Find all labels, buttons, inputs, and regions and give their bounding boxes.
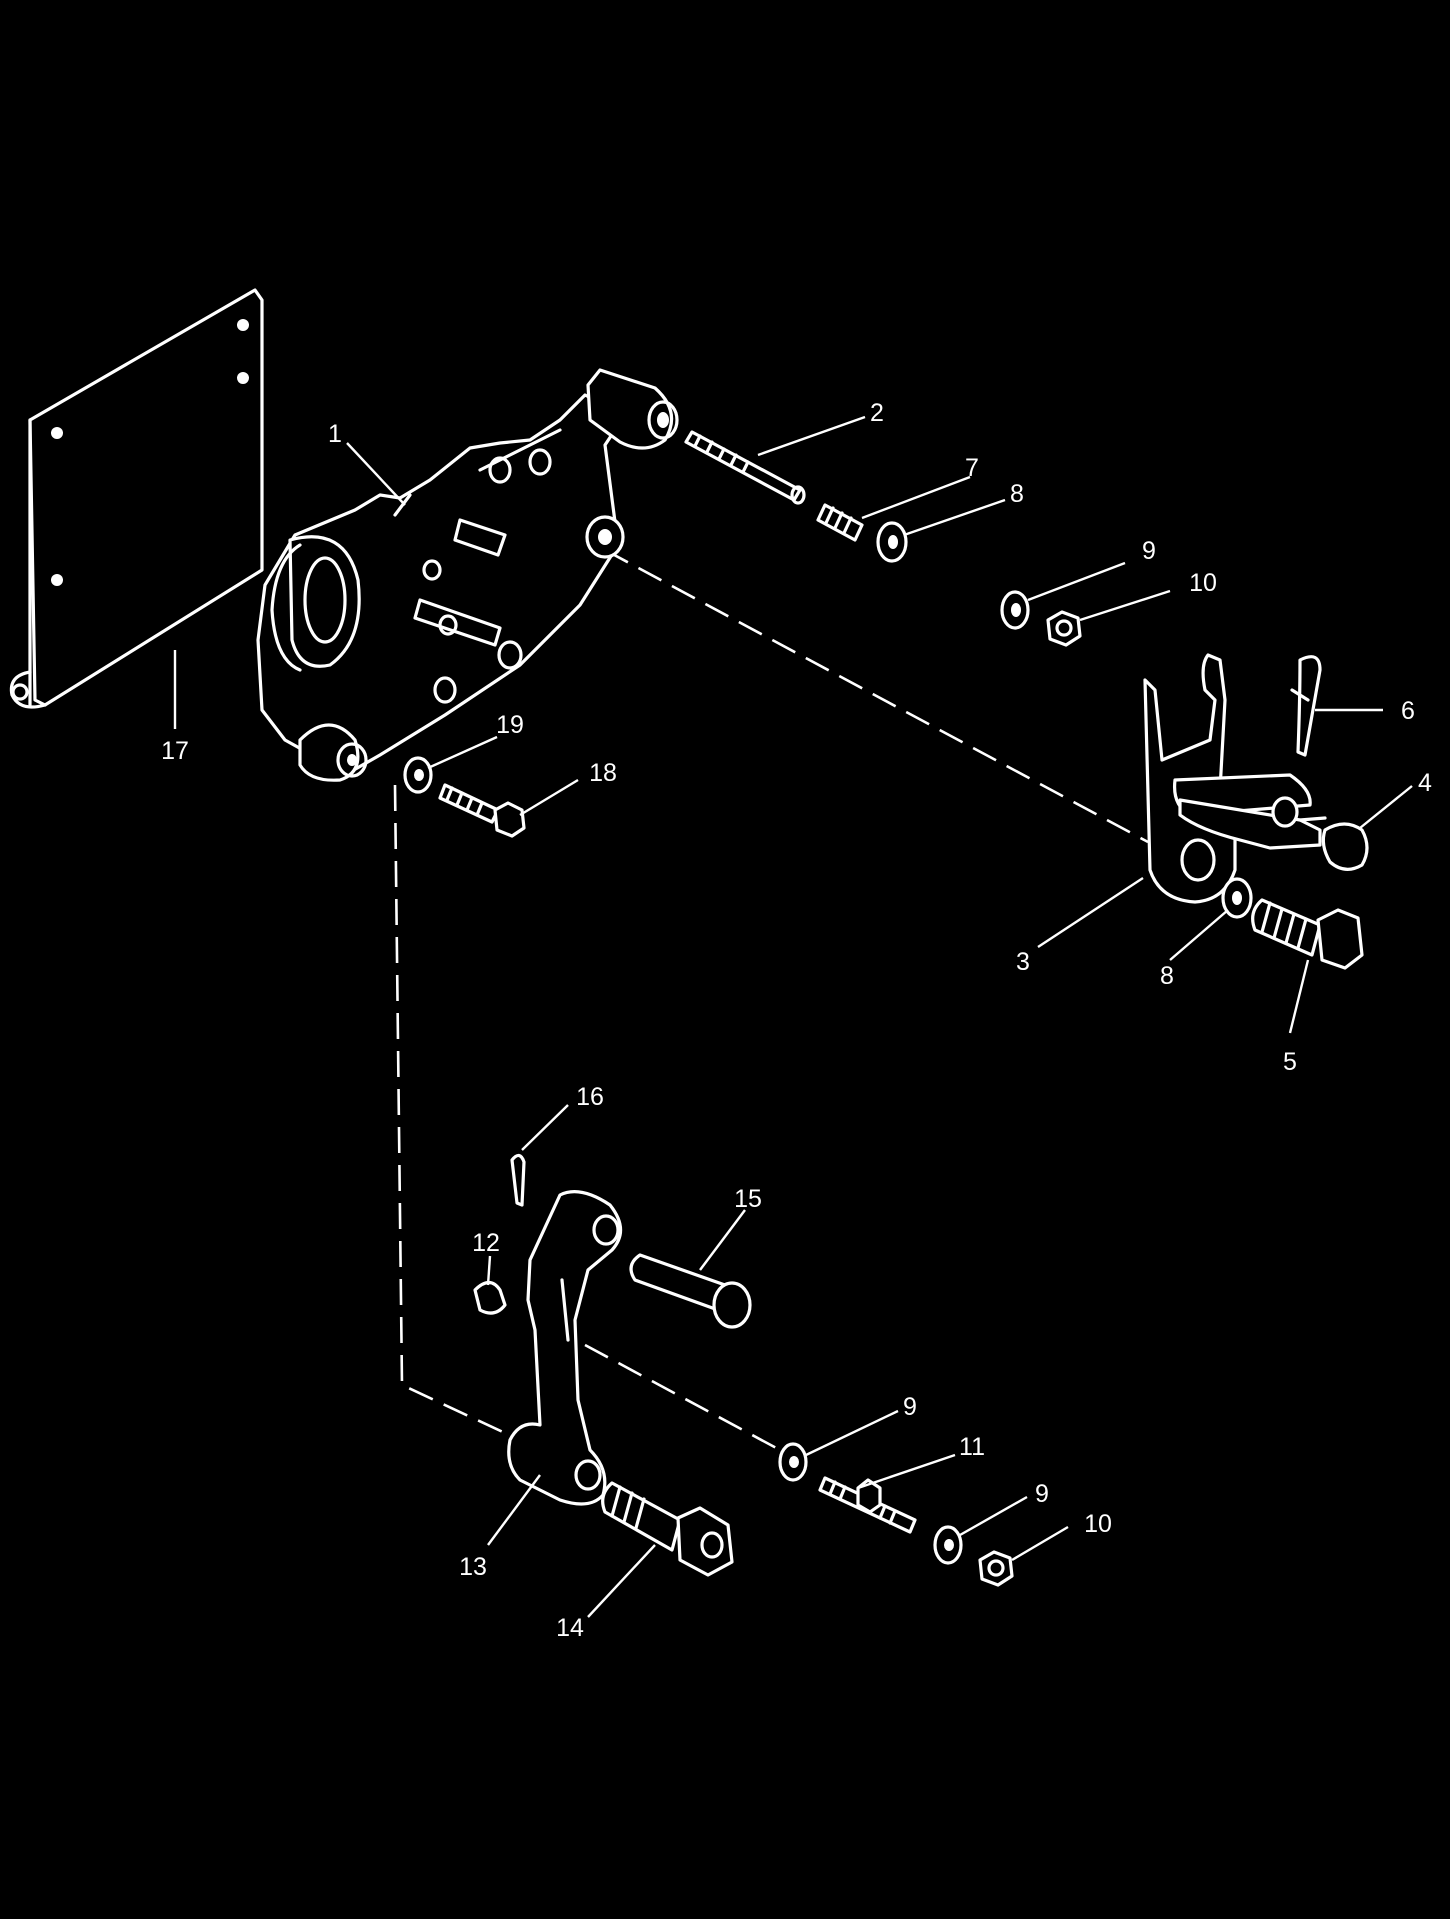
main-bracket-1 bbox=[256, 368, 679, 782]
leader-lines bbox=[173, 415, 1413, 1618]
nut-10-lower bbox=[978, 1550, 1014, 1587]
cotter-pin-6 bbox=[1290, 655, 1322, 757]
callout-9-upper: 9 bbox=[1142, 537, 1156, 565]
stud-11 bbox=[818, 1476, 917, 1534]
callout-4: 4 bbox=[1418, 769, 1432, 797]
mounting-plate-17 bbox=[9, 288, 264, 709]
callout-5: 5 bbox=[1283, 1048, 1297, 1076]
callout-6: 6 bbox=[1401, 697, 1415, 725]
washer-9-lower bbox=[933, 1525, 963, 1565]
pin-15 bbox=[629, 1253, 752, 1329]
callout-9-middle: 9 bbox=[903, 1393, 917, 1421]
callout-labels: 1 2 7 8 9 10 6 4 3 8 5 17 19 18 16 15 12… bbox=[161, 399, 1432, 1642]
callout-11: 11 bbox=[959, 1433, 985, 1461]
long-bolt-2 bbox=[684, 430, 806, 505]
callout-2: 2 bbox=[870, 399, 884, 427]
callout-9-lower: 9 bbox=[1035, 1480, 1049, 1508]
callout-19: 19 bbox=[496, 711, 524, 739]
lever-arm-3 bbox=[1143, 653, 1327, 904]
washer-8-lower bbox=[1221, 877, 1253, 919]
callout-17: 17 bbox=[161, 737, 189, 765]
washer-9-upper bbox=[1000, 590, 1030, 630]
washer-8-upper bbox=[876, 521, 908, 563]
link-arm-13 bbox=[507, 1190, 623, 1506]
callout-14: 14 bbox=[556, 1614, 584, 1642]
callout-3: 3 bbox=[1016, 948, 1030, 976]
shoulder-bolt-14 bbox=[601, 1481, 734, 1577]
assembly-lines bbox=[393, 548, 1149, 1452]
callout-8-lower: 8 bbox=[1160, 962, 1174, 990]
callout-18: 18 bbox=[589, 759, 617, 787]
screw-18 bbox=[438, 783, 526, 838]
callout-10-lower: 10 bbox=[1084, 1510, 1112, 1538]
cap-4 bbox=[1321, 822, 1369, 871]
callout-13: 13 bbox=[459, 1553, 487, 1581]
cotter-pin-16 bbox=[510, 1153, 526, 1207]
callout-15: 15 bbox=[734, 1185, 762, 1213]
washer-19 bbox=[403, 756, 433, 794]
callout-8-upper: 8 bbox=[1010, 480, 1024, 508]
callout-1: 1 bbox=[328, 420, 342, 448]
callout-10-upper: 10 bbox=[1189, 569, 1217, 597]
fastener-12 bbox=[473, 1280, 507, 1315]
hex-bolt-5 bbox=[1251, 898, 1364, 970]
nut-10-upper bbox=[1046, 610, 1082, 647]
spring-7 bbox=[816, 503, 864, 542]
washer-9-middle bbox=[778, 1442, 808, 1482]
callout-12: 12 bbox=[472, 1229, 500, 1257]
callout-16: 16 bbox=[576, 1083, 604, 1111]
callout-7: 7 bbox=[965, 454, 979, 482]
